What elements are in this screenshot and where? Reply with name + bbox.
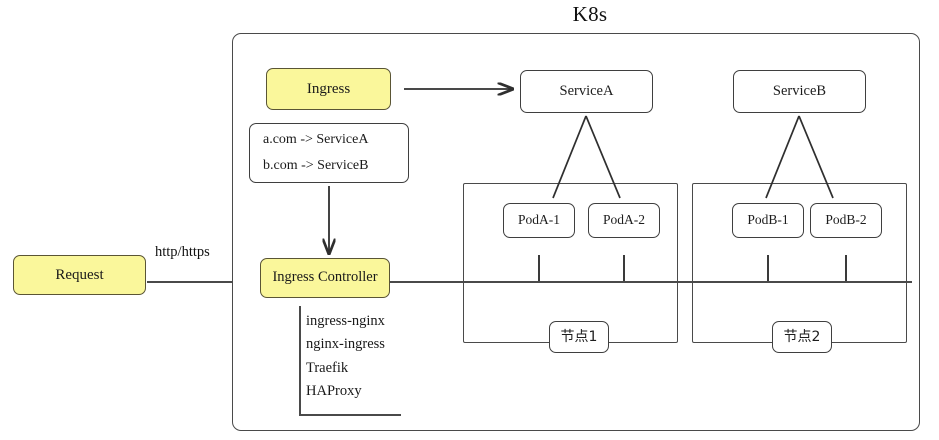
implementation-bracket-horizontal (299, 414, 401, 416)
pod-a-2-stem (623, 255, 625, 283)
node-1-label-box[interactable]: 节点1 (549, 321, 609, 353)
diagram-title: K8s (572, 2, 608, 26)
k8s-cluster-frame (232, 33, 920, 431)
ingress-rule-item: a.com -> ServiceA (263, 132, 369, 148)
pod-b-2-stem (845, 255, 847, 283)
implementation-item: ingress-nginx (306, 313, 385, 329)
ingress-controller-box[interactable]: Ingress Controller (260, 258, 390, 298)
node-2-label-box[interactable]: 节点2 (772, 321, 832, 353)
implementation-item: nginx-ingress (306, 336, 385, 353)
pod-a-1-stem (538, 255, 540, 283)
pod-b-1-box[interactable]: PodB-1 (732, 203, 804, 238)
ingress-box[interactable]: Ingress (266, 68, 391, 110)
pod-a-2-box[interactable]: PodA-2 (588, 203, 660, 238)
pod-b-2-box[interactable]: PodB-2 (810, 203, 882, 238)
ingress-rules-box: a.com -> ServiceA b.com -> ServiceB (249, 123, 409, 183)
protocol-label: http/https (155, 244, 210, 260)
implementation-item: Traefik (306, 359, 349, 376)
pod-b-1-stem (767, 255, 769, 283)
request-connector-line (147, 281, 232, 283)
service-a-box[interactable]: ServiceA (520, 70, 653, 113)
ingress-implementation-list: ingress-nginx nginx-ingress Traefik HAPr… (306, 310, 385, 404)
service-b-box[interactable]: ServiceB (733, 70, 866, 113)
pod-a-1-box[interactable]: PodA-1 (503, 203, 575, 238)
implementation-bracket-vertical (299, 306, 301, 416)
implementation-item: HAProxy (306, 383, 362, 400)
request-box[interactable]: Request (13, 255, 146, 295)
network-backbone-line (390, 281, 912, 283)
ingress-rule-item: b.com -> ServiceB (263, 158, 369, 173)
